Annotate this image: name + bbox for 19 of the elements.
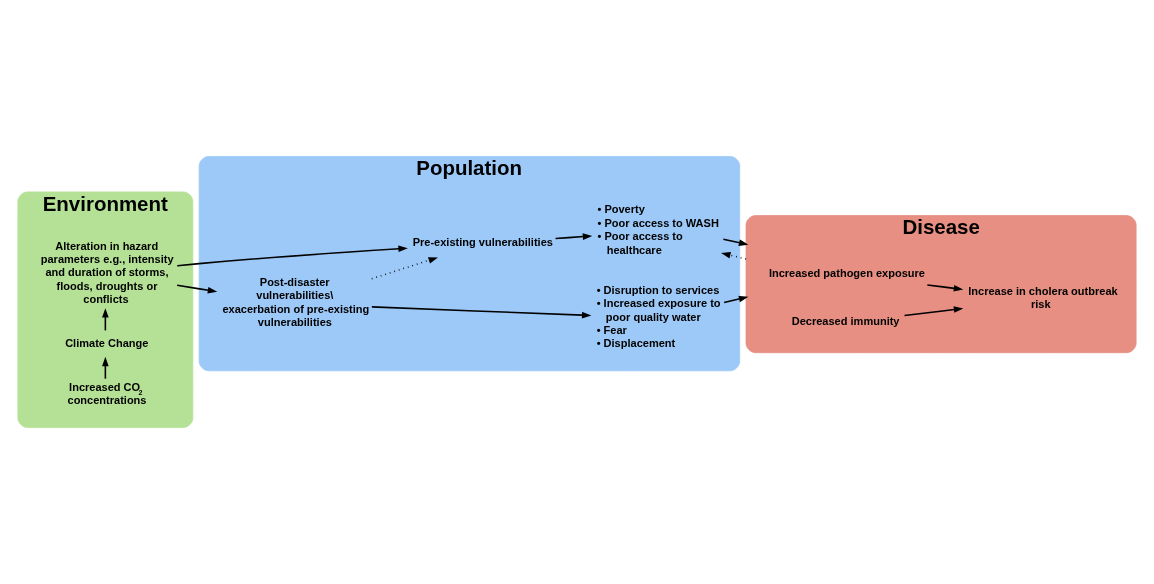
- node-text: Climate Change: [65, 337, 149, 350]
- node-text: Decreased immunity: [791, 315, 900, 328]
- arrow: [176, 284, 218, 294]
- arrow: [176, 245, 408, 267]
- node-text: Increased CO$_{2}$ concentrations: [67, 380, 147, 407]
- node-text: Increased pathogen exposure: [768, 267, 925, 280]
- arrow: [903, 306, 964, 317]
- arrow: [723, 295, 749, 304]
- node-text: Increase in cholera outbreak risk: [968, 284, 1118, 310]
- node-text: Pre-existing vulnerabilities: [412, 236, 553, 249]
- arrow: [554, 233, 593, 240]
- node-text: • Disruption to services • Increased exposure to poor quality water • Fear • Displacement: [596, 283, 721, 350]
- arrow: [371, 306, 592, 319]
- node-text: Post-disaster vulnerabilities\ exacerbation of pre-existing vulnerabilities: [222, 275, 370, 329]
- arrow: [722, 238, 749, 246]
- arrow: [926, 284, 964, 292]
- node-text: Alteration in hazard parameters e.g., intensity and duration of storms, floods, droughts or conflicts: [40, 239, 174, 306]
- node-text: • Poverty • Poor access to WASH • Poor access to healthcare: [597, 203, 719, 256]
- arrow: [721, 252, 747, 260]
